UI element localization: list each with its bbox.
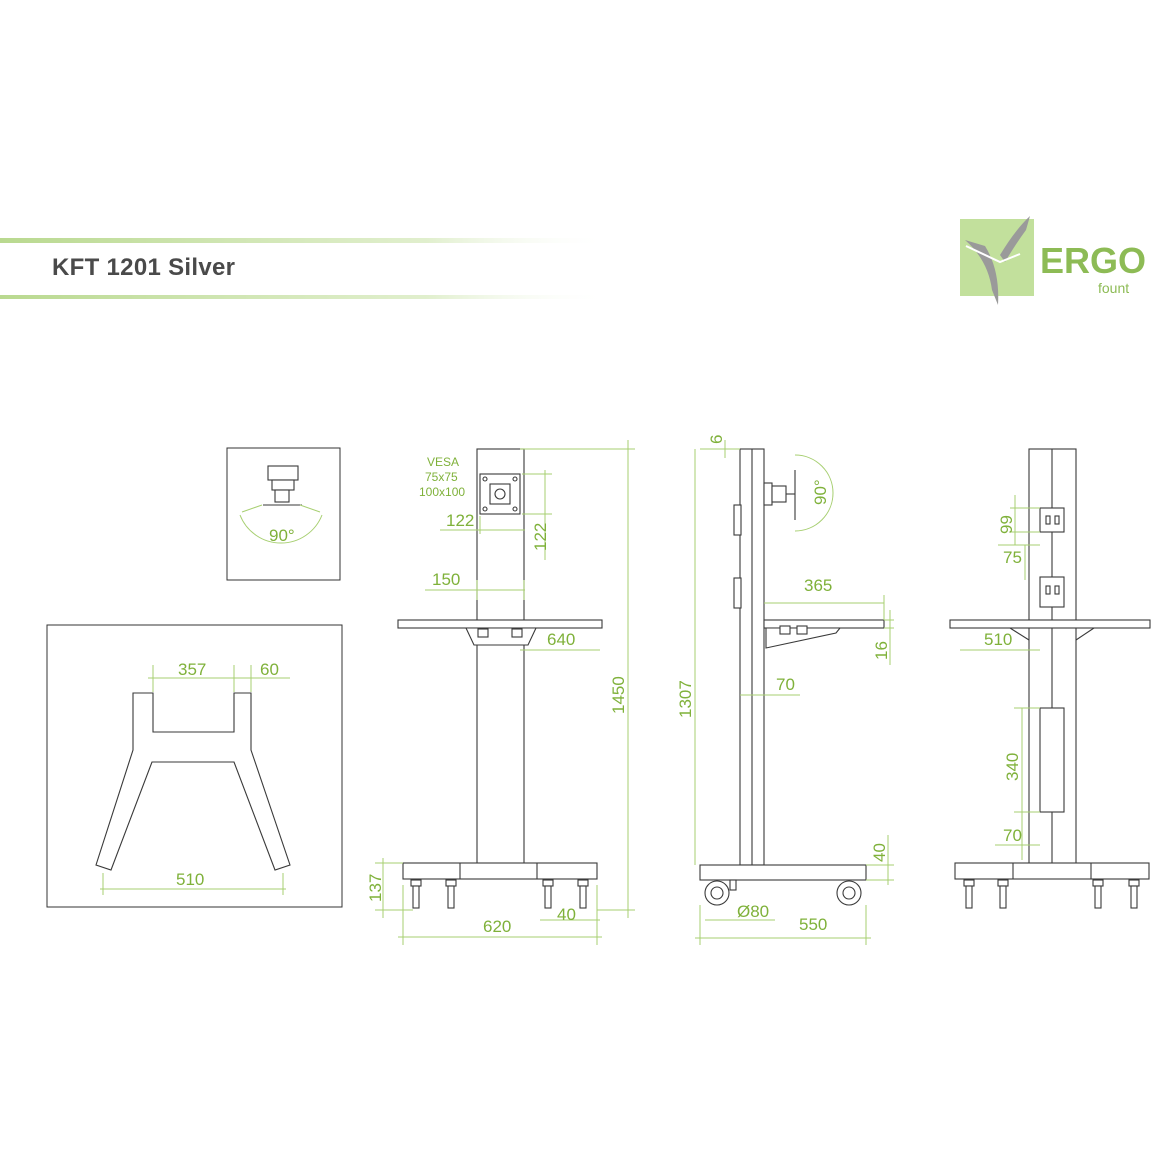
page-title: KFT 1201 Silver <box>52 254 236 281</box>
tilt-angle-label: 90° <box>269 526 295 545</box>
front-dim-base-h: 137 <box>366 874 385 902</box>
front-dim-vesa-h: 122 <box>531 523 550 551</box>
front-dim-shelf: 640 <box>547 630 575 649</box>
vesa-size-75: 75x75 <box>425 470 458 484</box>
side-view: 90° 6 365 16 1307 70 <box>676 435 894 945</box>
back-dim-cover: 340 <box>1003 753 1022 781</box>
front-dim-height: 1450 <box>609 676 628 714</box>
front-dim-caster: 40 <box>557 905 576 924</box>
base-dim-60: 60 <box>260 660 279 679</box>
header-band-bottom <box>0 295 610 299</box>
side-dim-top: 6 <box>707 435 726 444</box>
side-dim-shelf-thick: 16 <box>872 641 891 660</box>
base-view: 357 60 510 <box>46 624 343 908</box>
front-dim-column: 150 <box>432 570 460 589</box>
header-band-top <box>0 238 610 243</box>
logo-brand-text: ERGO <box>1040 240 1146 281</box>
front-view: VESA 75x75 100x100 122 122 150 640 1450 … <box>366 440 635 945</box>
side-dim-height: 1307 <box>676 680 695 718</box>
vesa-size-100: 100x100 <box>419 485 465 499</box>
side-dim-wheel: Ø80 <box>737 902 769 921</box>
base-dim-357: 357 <box>178 660 206 679</box>
side-dim-offset: 70 <box>776 675 795 694</box>
front-dim-base-w: 620 <box>483 917 511 936</box>
vesa-label: VESA <box>427 455 459 469</box>
front-dim-vesa-w: 122 <box>446 511 474 530</box>
back-dim-slot-gap: 75 <box>1003 548 1022 567</box>
side-dim-base-thick: 40 <box>870 843 889 862</box>
side-dim-shelf-depth: 365 <box>804 576 832 595</box>
back-dim-bottom: 70 <box>1003 826 1022 845</box>
logo-sub-text: fount <box>1098 280 1129 296</box>
side-dim-tilt: 90° <box>811 479 830 505</box>
tilt-detail: 90° <box>226 447 341 581</box>
back-view: 99 75 510 340 70 <box>949 448 1151 909</box>
ergofount-logo: ERGO fount <box>960 216 1146 305</box>
back-dim-shelf: 510 <box>984 630 1012 649</box>
side-dim-base-depth: 550 <box>799 915 827 934</box>
base-dim-510: 510 <box>176 870 204 889</box>
back-dim-slot-h: 99 <box>997 515 1016 534</box>
